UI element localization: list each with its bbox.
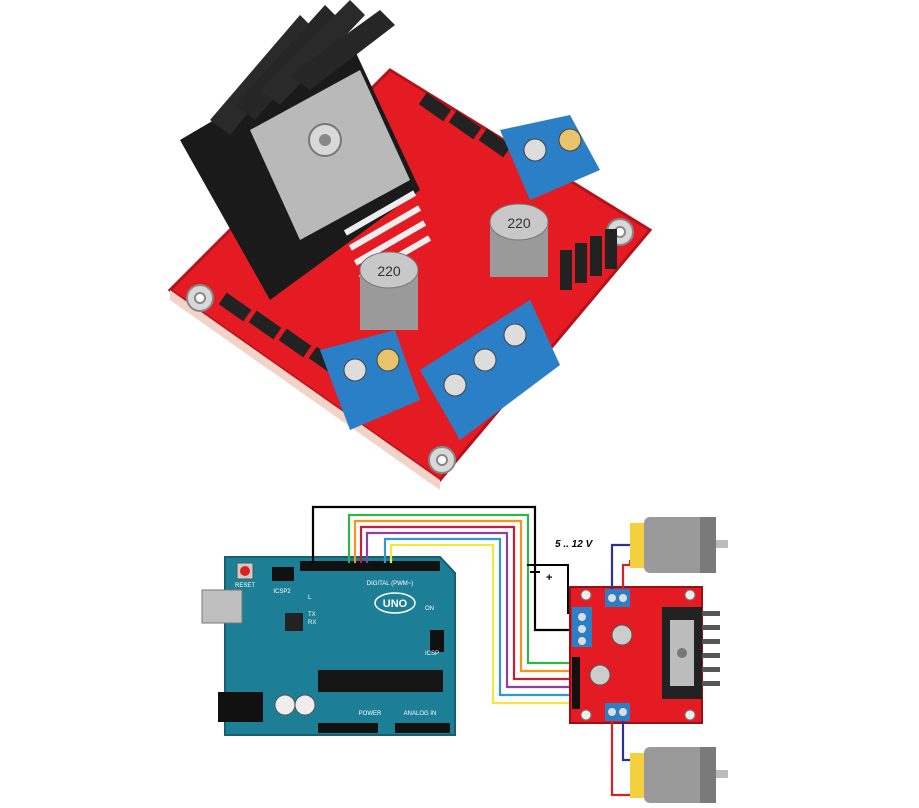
led-label-tx: TX	[308, 612, 316, 618]
power-header	[318, 723, 378, 733]
wires	[311, 505, 573, 705]
on-label: ON	[425, 606, 434, 612]
capacitor-1-mark: 220	[377, 263, 401, 279]
wire-ena	[347, 513, 573, 665]
terminal-block-top	[500, 115, 600, 200]
wire-in2	[359, 525, 573, 681]
terminal-block-left	[320, 330, 420, 430]
arduino-uno-board: RESET ICSP2 DIGITAL (PWM~) UNO L TX RX O…	[201, 556, 456, 736]
diodes-right	[418, 92, 512, 158]
motor-a	[630, 517, 728, 573]
plus-sign: +	[546, 572, 552, 584]
power-jack	[218, 692, 263, 722]
l298n-module-photo: 220 220	[167, 0, 653, 490]
header-pins	[560, 229, 617, 290]
wire-in1	[353, 519, 573, 673]
wiring-schematic: RESET ICSP2 DIGITAL (PWM~) UNO L TX RX O…	[201, 505, 728, 803]
capacitor-2: 220	[489, 203, 549, 277]
reset-label: RESET	[235, 583, 255, 589]
digital-header	[300, 561, 440, 571]
heatsink	[180, 0, 420, 300]
motor-a-terminal	[605, 589, 630, 607]
motor-b-terminal	[605, 703, 630, 721]
uno-logo: UNO	[383, 598, 408, 610]
input-header	[572, 657, 580, 709]
l298n-module	[569, 586, 720, 724]
digital-label: DIGITAL (PWM~)	[367, 581, 414, 587]
analog-label: ANALOG IN	[404, 711, 437, 717]
icsp2-label: ICSP2	[273, 589, 291, 595]
supply-voltage-label: 5 .. 12 V	[555, 539, 594, 550]
led-label-rx: RX	[308, 620, 316, 626]
analog-header	[395, 723, 450, 733]
wire-in4	[383, 537, 573, 697]
wire-gnd	[311, 505, 573, 632]
power-label: POWER	[359, 711, 382, 717]
mounting-holes	[186, 218, 634, 474]
wire-enb	[389, 543, 573, 705]
capacitor-2-mark: 220	[507, 215, 531, 231]
terminal-block-power	[420, 300, 560, 440]
motor-b	[630, 747, 728, 803]
usb-chip	[285, 613, 303, 631]
diodes-left	[218, 292, 342, 376]
wire-in3	[365, 531, 573, 689]
capacitor-1: 220	[359, 251, 419, 330]
usb-port	[201, 589, 243, 624]
icsp-label: ICSP	[425, 651, 439, 657]
led-label-l: L	[308, 595, 312, 601]
atmega-chip	[318, 670, 443, 692]
